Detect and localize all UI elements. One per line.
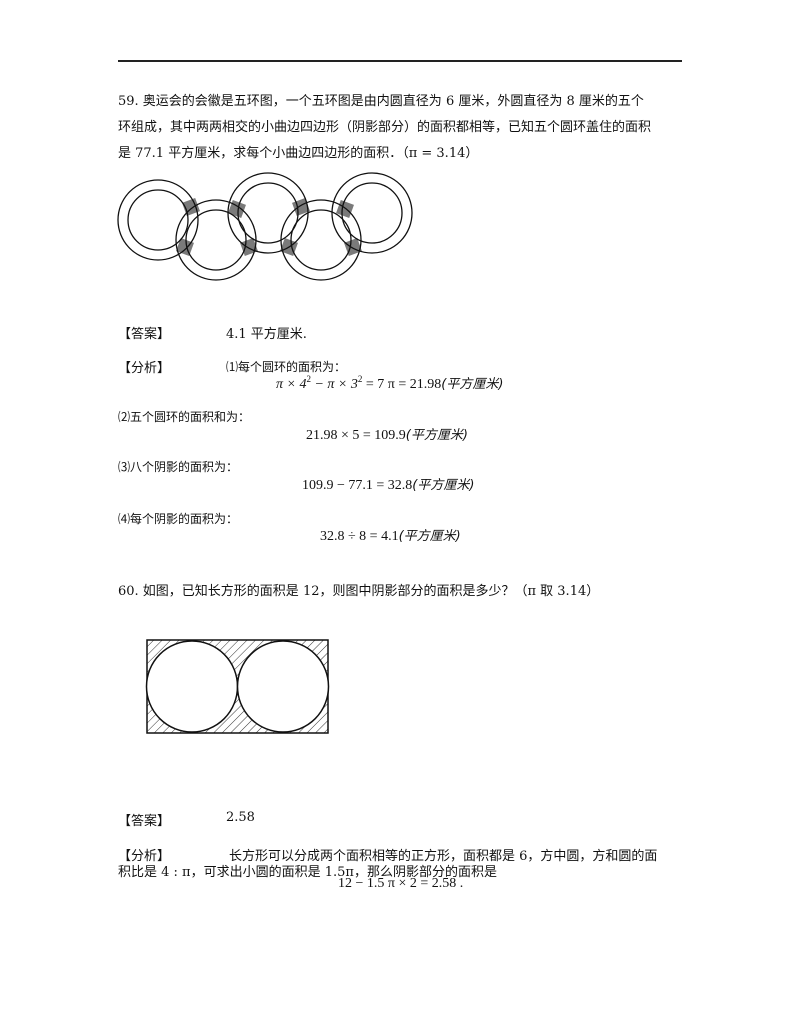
q59-line-3: 是 77.1 平方厘米，求每个小曲边四边形的面积．（π = 3.14） — [118, 146, 479, 161]
ring-2 — [175, 199, 257, 281]
q59-line-1: 59. 奥运会的会徽是五环图，一个五环图是由内圆直径为 6 厘米，外圆直径为 8… — [118, 94, 644, 109]
q59-line-2: 环组成，其中两两相交的小曲边四边形（阴影部分）的面积都相等，已知五个圆环盖住的面… — [118, 120, 652, 135]
unit-label: (平方厘米) — [412, 478, 475, 493]
q59-equation-1: π × 42 − π × 32 = 7 π = 21.98(平方厘米) — [276, 374, 504, 392]
unit-label: (平方厘米) — [405, 428, 468, 443]
q59-step-2: ⑵五个圆环的面积和为： — [118, 410, 251, 424]
rectangle-two-circles-figure — [145, 639, 330, 734]
q60-analysis-line-2: 积比是 4 : π，可求出小圆的面积是 1.5π，那么阴影部分的面积是 — [118, 865, 497, 880]
left-circle — [145, 640, 239, 733]
q59-equation-2: 21.98 × 5 = 109.9(平方厘米) — [306, 428, 468, 443]
q60-analysis-equation: 12 − 1.5 π × 2 = 2.58 . — [338, 876, 464, 891]
q59-equation-4: 32.8 ÷ 8 = 4.1(平方厘米) — [320, 529, 461, 544]
q60-question: 60. 如图，已知长方形的面积是 12，则图中阴影部分的面积是多少？（π 取 3… — [118, 584, 600, 599]
ring-1 — [117, 179, 199, 261]
q59-answer-value: 4.1 平方厘米. — [226, 327, 307, 342]
q59-step-4: ⑷每个阴影的面积为： — [118, 512, 239, 526]
q60-answer-label: 【答案】 — [118, 814, 171, 829]
q59-equation-3: 109.9 − 77.1 = 32.8(平方厘米) — [302, 478, 475, 493]
q59-step-3: ⑶八个阴影的面积为： — [118, 460, 239, 474]
q59-answer-label: 【答案】 — [118, 327, 171, 342]
header-rule — [118, 60, 682, 62]
q59-step-1: ⑴每个圆环的面积为： — [226, 360, 347, 374]
unit-label: (平方厘米) — [441, 377, 504, 392]
olympic-rings-figure — [117, 172, 413, 281]
ring-5 — [331, 172, 413, 254]
right-circle — [236, 640, 330, 733]
q60-analysis-label: 【分析】 — [118, 849, 171, 864]
unit-label: (平方厘米) — [398, 529, 461, 544]
ring-4 — [280, 199, 362, 281]
q59-analysis-label: 【分析】 — [118, 361, 171, 376]
q60-analysis-line-1: 长方形可以分成两个面积相等的正方形，面积都是 6，方中圆，方和圆的面 — [229, 849, 658, 864]
q60-answer-value: 2.58 — [226, 810, 255, 825]
